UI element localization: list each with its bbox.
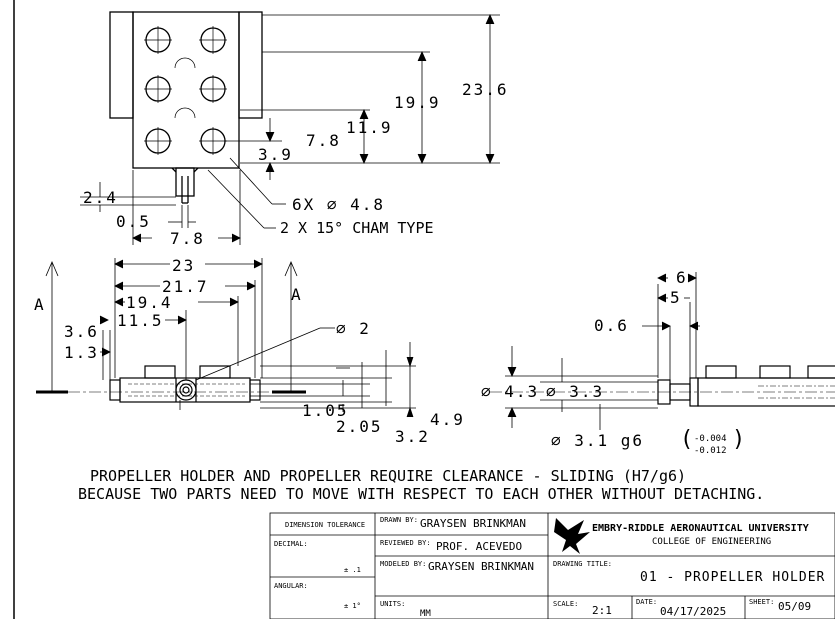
dim-2-05: 2.05 <box>336 417 383 436</box>
tol-paren-open: ( <box>680 427 693 452</box>
dim-1-05: 1.05 <box>302 401 349 420</box>
dim-7-8-top: 7.8 <box>306 131 341 150</box>
dim-23-6: 23.6 <box>462 80 509 99</box>
decimal-value: ± .1 <box>344 566 361 574</box>
front-view <box>36 260 306 403</box>
dim-19-9: 19.9 <box>394 93 441 112</box>
dim-tol-header: DIMENSION TOLERANCE <box>285 521 365 529</box>
angular-label: ANGULAR: <box>274 582 308 590</box>
top-view-dims <box>80 14 500 245</box>
dim-5: 5 <box>670 288 682 307</box>
dim-dia-4-3: ∅ 4.3 <box>481 382 539 401</box>
tol-paren-close: ) <box>732 427 745 452</box>
chamfer-callout: 2 X 15° CHAM TYPE <box>280 219 434 237</box>
side-view-dims <box>505 272 700 430</box>
modeled-by-label: MODELED BY: <box>380 560 426 568</box>
side-view <box>490 365 835 407</box>
top-view <box>109 11 263 204</box>
hole-circles <box>144 26 227 155</box>
university-name: EMBRY-RIDDLE AERONAUTICAL UNIVERSITY <box>592 523 809 534</box>
reviewed-by-value: PROF. ACEVEDO <box>436 540 522 553</box>
dim-1-3: 1.3 <box>64 343 99 362</box>
dim-3-2: 3.2 <box>395 427 430 446</box>
modeled-by-value: GRAYSEN BRINKMAN <box>428 560 534 573</box>
dim-6: 6 <box>676 268 688 287</box>
tol-upper: -0.004 <box>694 434 727 444</box>
dim-23: 23 <box>172 256 195 275</box>
note-line-2: BECAUSE TWO PARTS NEED TO MOVE WITH RESP… <box>78 485 764 503</box>
reviewed-by-label: REVIEWED BY: <box>380 539 431 547</box>
front-view-dims <box>99 258 416 418</box>
college-name: COLLEGE OF ENGINEERING <box>652 537 771 547</box>
sheet-value: 05/09 <box>778 600 811 613</box>
dim-3-9: 3.9 <box>258 145 293 164</box>
dim-2-4: 2.4 <box>83 188 118 207</box>
dim-3-6: 3.6 <box>64 322 99 341</box>
drawing-title-label: DRAWING TITLE: <box>553 560 612 568</box>
drawing-title: 01 - PROPELLER HOLDER <box>640 570 825 585</box>
section-label-a-right: A <box>291 285 303 304</box>
dim-0-6: 0.6 <box>594 316 629 335</box>
note-line-1: PROPELLER HOLDER AND PROPELLER REQUIRE C… <box>90 467 686 485</box>
tol-lower: -0.012 <box>694 446 727 456</box>
scale-label: SCALE: <box>553 600 578 608</box>
dim-7-8-bottom: 7.8 <box>170 229 205 248</box>
dim-11-5: 11.5 <box>117 311 164 330</box>
date-label: DATE: <box>636 598 657 606</box>
units-value: MM <box>420 609 431 619</box>
section-label-a-left: A <box>34 295 46 314</box>
dim-dia-2: ∅ 2 <box>336 319 371 338</box>
dim-19-4: 19.4 <box>126 293 173 312</box>
title-block <box>269 512 835 620</box>
dim-0-5: 0.5 <box>116 212 151 231</box>
dim-11-9: 11.9 <box>346 118 393 137</box>
drawn-by-label: DRAWN BY: <box>380 516 418 524</box>
decimal-label: DECIMAL: <box>274 540 308 548</box>
date-value: 04/17/2025 <box>660 605 726 618</box>
sheet-label: SHEET: <box>749 598 774 606</box>
dim-dia-3-3: ∅ 3.3 <box>546 382 604 401</box>
drawn-by-value: GRAYSEN BRINKMAN <box>420 517 526 530</box>
hole-callout: 6X ∅ 4.8 <box>292 195 385 214</box>
angular-value: ± 1° <box>344 602 361 610</box>
scale-value: 2:1 <box>592 604 612 617</box>
dim-21-7: 21.7 <box>162 277 209 296</box>
dim-4-9: 4.9 <box>430 410 465 429</box>
eagle-logo <box>554 518 590 554</box>
units-label: UNITS: <box>380 600 405 608</box>
dim-dia-3-1-g6: ∅ 3.1 g6 <box>551 431 644 450</box>
